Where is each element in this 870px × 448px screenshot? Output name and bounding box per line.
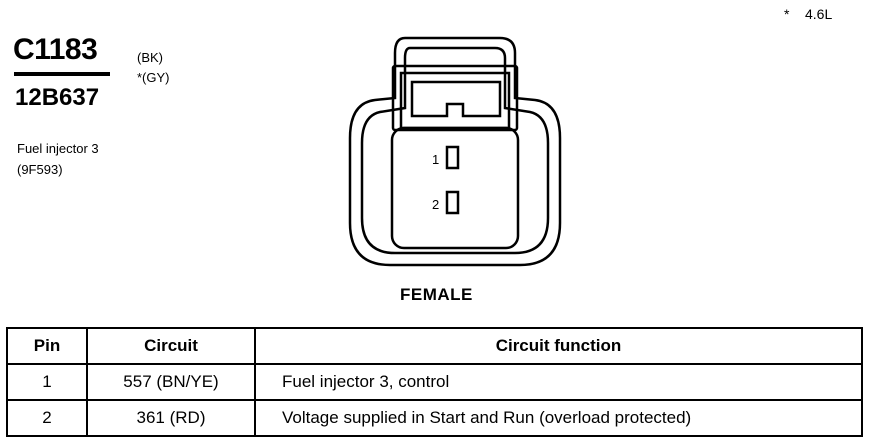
table-row: 1 557 (BN/YE) Fuel injector 3, control [6, 363, 863, 401]
pin-2-label: 2 [432, 197, 439, 212]
cell-pin: 1 [6, 363, 88, 401]
pinout-table: Pin Circuit Circuit function 1 557 (BN/Y… [6, 327, 863, 437]
cell-function: Fuel injector 3, control [254, 363, 863, 401]
connector-inner-shell [360, 46, 550, 255]
part-number: 12B637 [15, 84, 100, 111]
cell-circuit: 557 (BN/YE) [86, 363, 256, 401]
latch-housing [391, 64, 519, 132]
header-pin: Pin [6, 327, 88, 365]
cell-pin: 2 [6, 399, 88, 437]
connector-id: C1183 [13, 33, 98, 66]
connector-color-primary: (BK) [137, 50, 163, 65]
header-circuit-function: Circuit function [254, 327, 863, 365]
pin-2-cavity [445, 190, 460, 215]
connector-color-alt: *(GY) [137, 70, 170, 85]
component-base-part: (9F593) [17, 162, 63, 177]
cell-circuit: 361 (RD) [86, 399, 256, 437]
table-row: 2 361 (RD) Voltage supplied in Start and… [6, 399, 863, 437]
pin-1-cavity [445, 145, 460, 170]
component-description: Fuel injector 3 [17, 141, 99, 156]
connector-face-diagram: 1 2 [348, 36, 562, 267]
table-header-row: Pin Circuit Circuit function [6, 327, 863, 365]
header-circuit: Circuit [86, 327, 256, 365]
connector-outer-shell [348, 36, 562, 267]
pin-1-label: 1 [432, 152, 439, 167]
latch-tab [410, 80, 502, 118]
terminal-face [390, 126, 520, 250]
cell-function: Voltage supplied in Start and Run (overl… [254, 399, 863, 437]
connector-gender: FEMALE [400, 285, 473, 304]
engine-note: * 4.6L [784, 6, 833, 22]
connector-id-underline [14, 72, 110, 76]
